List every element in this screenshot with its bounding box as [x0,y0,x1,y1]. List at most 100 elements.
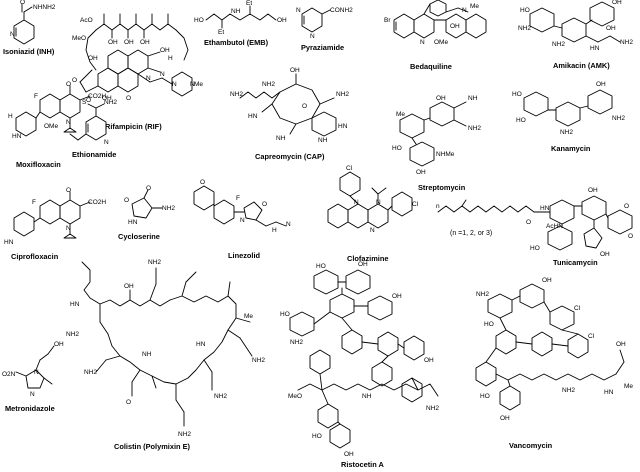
atom-label-o2n: O2N [2,371,16,378]
compound-label-bedaquiline: Bedaquiline [410,62,452,71]
atom-label-nh2: NH2 [562,387,575,394]
atom-label-o: O [624,203,629,210]
atom-label-oh: OH [140,39,150,46]
isoniazid-structure: O NHNH2 N [10,0,56,45]
atom-label-n: N [190,81,195,88]
atom-label-n: N [296,7,301,14]
atom-label-nh: NH [318,137,328,144]
rifampicin-structure: AcO MeO OH OH OH OH N N N N Me O O OH O … [72,13,203,104]
atom-label-o: O [628,233,633,240]
atom-label-oh: OH [542,277,552,284]
atom-label-n: N [160,71,165,78]
atom-label-o: O [20,0,25,6]
atom-label-o: O [146,185,151,192]
atom-label-ome: OMe [434,39,448,46]
atom-label-oh: OH [588,187,598,194]
atom-label-nh2: NH2 [426,405,439,412]
compound-label-ristocetin: Ristocetin A [341,460,384,469]
cycloserine-structure: O O NH2 HN [124,185,175,226]
ethambutol-structure: HO Et NH Et OH [194,0,287,36]
atom-label-co2h: CO2H [88,199,106,206]
atom-label-n: N [172,81,177,88]
atom-label-h2n: NH2 [66,331,79,338]
atom-label-ho: HO [530,245,540,252]
atom-label-h2n: NH2 [84,369,97,376]
atom-label-ho: HO [484,321,494,328]
atom-label-cl: Cl [574,305,581,312]
tunicamycin-structure: n HN O AcHN HO OH O O OH [436,187,633,258]
atom-label-ho: HO [512,91,522,98]
atom-label-me: Me [244,313,253,320]
atom-label-o: O [66,81,71,88]
compound-label-pyrazinamide: Pyraziamide [301,43,345,52]
atom-label-hn: HN [338,123,348,130]
atom-label-aco: AcO [80,17,93,24]
atom-label-h: H [272,227,277,234]
atom-label-oh: OH [358,261,368,268]
atom-label-nhnh2: NHNH2 [33,4,56,11]
atom-label-n: N [370,227,375,234]
ethionamide-structure: S NH2 N [69,99,117,146]
atom-label-hn: HN [196,341,206,348]
atom-label-n: N [240,217,245,224]
streptomycin-structure: NH NH2 OH Me HO NHMe OH [392,95,481,176]
atom-label-nh2: NH2 [162,205,175,212]
atom-label-oh: OH [344,451,354,458]
compound-label-capreomycin: Capreomycin (CAP) [255,152,325,161]
compound-label-tunicamycin: Tunicamycin [553,258,598,267]
atom-label-o: O [66,187,71,194]
atom-label-oh: OH [277,17,287,24]
colistin-structure: HN NH2 NH2 OH Me NH2 NH2 NH2 O NH2 NH HN [66,259,265,438]
atom-label-conh2: CONH2 [330,7,353,14]
atom-label-hn: HN [128,219,138,226]
atom-label-ome: OMe [44,123,58,130]
kanamycin-structure: HO HO NH2 OH NH2 [512,81,625,136]
atom-label-nh: NH [362,393,372,400]
atom-label-me: Me [470,3,479,10]
atom-label-oh: OH [54,341,64,348]
atom-label-meo: MeO [288,393,302,400]
ristocetin-structure: HO OH OH HO NH2 MeO NH NH2 HO OH OH [280,261,439,458]
atom-label-o: O [200,179,205,186]
atom-label-nh2: NH2 [104,99,117,106]
atom-label-n: N [354,199,359,206]
atom-label-o: O [302,103,307,110]
atom-label-ho: HO [392,145,402,152]
compound-label-streptomycin: Streptomycin [418,183,466,192]
atom-label-nh2: NH2 [262,81,275,88]
atom-label-f: F [236,195,240,202]
atom-label-co2h: CO2H [88,93,106,100]
atom-label-nh: NH [231,8,241,15]
atom-label-n: N [420,39,425,46]
compound-label-vancomycin: Vancomycin [509,441,553,450]
atom-label-h: H [8,113,13,120]
clofazimine-structure: Cl N N N Cl [327,165,419,234]
atom-label-o: O [72,77,77,84]
atom-label-oh: OH [424,357,434,364]
atom-label-nh2: NH2 [612,115,625,122]
atom-label-ho: HO [480,393,490,400]
atom-label-oh: OH [102,95,112,102]
bedaquiline-structure: Br N OMe N Me OH [384,0,487,46]
atom-label-n: N [10,31,15,38]
atom-label-oh: OH [596,81,606,88]
atom-label-oh: OH [160,47,170,54]
atom-label-o: O [126,95,131,102]
atom-label-nh: NH [276,135,286,142]
atom-label-h2n: NH2 [230,91,243,98]
atom-label-et: Et [246,0,252,7]
atom-label-oh: OH [108,39,118,46]
atom-label-hn: HN [4,239,14,246]
atom-label-nh: NH [468,95,478,102]
atom-label-oh: OH [612,0,622,6]
atom-label-nh2: NH2 [552,41,565,48]
atom-label-nh2: NH2 [290,339,303,346]
metronidazole-structure: OH O2N N N [2,341,64,398]
atom-label-oh: OH [416,169,426,176]
atom-label-nhme: NHMe [436,151,455,158]
atom-label-me: Me [194,81,203,88]
atom-label-oh: OH [450,23,460,30]
linezolid-structure: O F O N H N [193,179,291,234]
atom-label-ho: HO [280,311,290,318]
atom-label-s: S [82,99,87,106]
